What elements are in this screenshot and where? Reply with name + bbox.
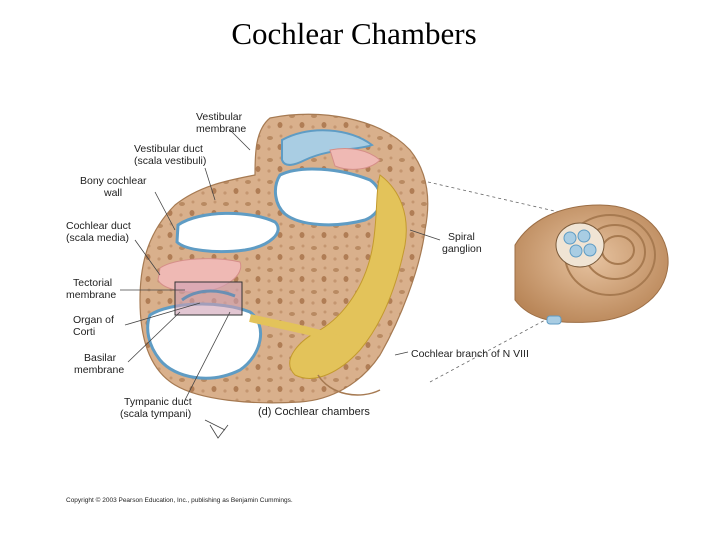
label-corti-2: Corti <box>73 326 95 338</box>
label-corti-1: Organ of <box>73 314 114 326</box>
label-basilar-1: Basilar <box>84 352 117 364</box>
label-vestibular-duct-1: Vestibular duct <box>134 143 203 155</box>
label-tectorial-1: Tectorial <box>73 277 112 289</box>
cochlea-cross-section <box>139 113 429 404</box>
label-basilar-2: membrane <box>74 364 124 376</box>
slide-title: Cochlear Chambers <box>231 16 477 51</box>
label-tectorial-2: membrane <box>66 289 116 301</box>
label-cochlear-branch: Cochlear branch of N VIII <box>411 348 529 360</box>
label-bony-wall-1: Bony cochlear <box>80 175 147 187</box>
label-vestibular-membrane-1: Vestibular <box>196 111 243 123</box>
label-vestibular-membrane-2: membrane <box>196 123 246 135</box>
label-spiral-1: Spiral <box>448 231 475 243</box>
label-cochlear-duct-2: (scala media) <box>66 232 129 244</box>
label-bony-wall-2: wall <box>103 187 122 199</box>
figure-caption: (d) Cochlear chambers <box>258 406 370 418</box>
copyright-text: Copyright © 2003 Pearson Education, Inc.… <box>66 497 293 504</box>
label-cochlear-duct-1: Cochlear duct <box>66 220 131 232</box>
cochlea-shell-inset <box>514 204 669 325</box>
label-tympanic-1: Tympanic duct <box>124 396 192 408</box>
tympanic-duct-upper <box>273 167 383 227</box>
vestibular-duct-middle <box>175 211 280 254</box>
guide-line-bottom <box>429 311 561 383</box>
label-vestibular-duct-2: (scala vestibuli) <box>134 155 206 167</box>
cochlear-nerve <box>289 174 407 379</box>
label-spiral-2: ganglion <box>442 243 482 255</box>
leader-lines <box>120 129 441 431</box>
cochlear-duct-upper <box>329 147 381 170</box>
label-tympanic-2: (scala tympani) <box>120 408 191 420</box>
